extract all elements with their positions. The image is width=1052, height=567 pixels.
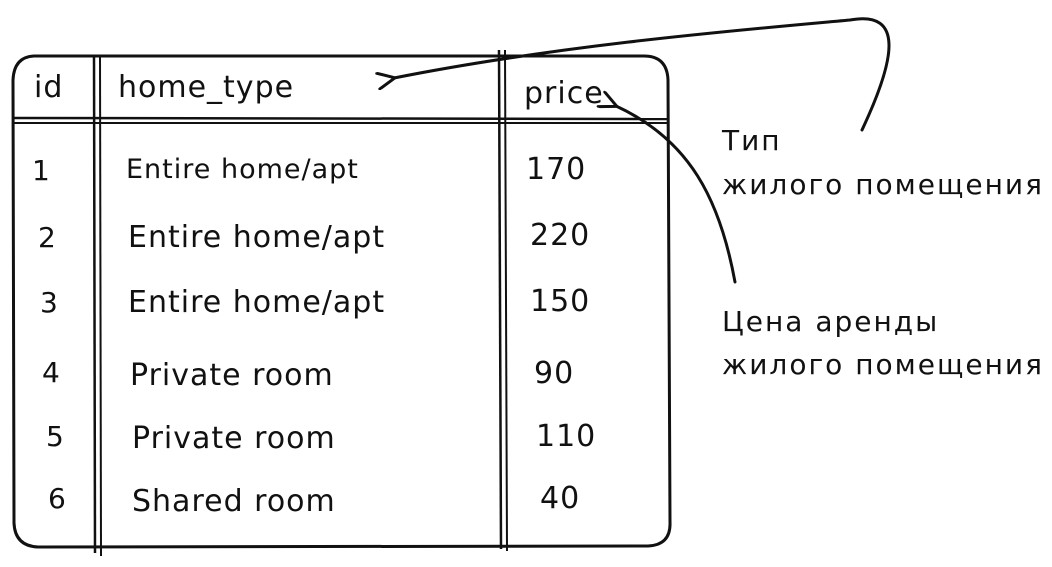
row-2-id: 2 [38, 221, 57, 254]
header-divider [12, 116, 670, 124]
table-border [11, 54, 672, 549]
column-divider-2 [497, 49, 508, 552]
row-5-home-type: Private room [132, 421, 336, 456]
home-type-note-line-1: Тип [722, 124, 782, 157]
arrow-to-home-type [394, 17, 891, 132]
home-type-note-line-2: жилого помещения [722, 168, 1044, 201]
row-3-id: 3 [40, 286, 59, 319]
row-6-home-type: Shared room [132, 484, 336, 519]
arrow-to-price [616, 106, 737, 284]
row-3-home-type: Entire home/apt [128, 285, 386, 320]
row-1-id: 1 [32, 154, 51, 187]
price-note-line-1: Цена аренды [722, 305, 940, 338]
column-header-home-type: home_type [118, 70, 295, 105]
row-2-price: 220 [530, 218, 591, 253]
row-6-id: 6 [48, 482, 67, 515]
row-3-price: 150 [530, 284, 591, 319]
column-header-id: id [34, 70, 64, 105]
price-note-line-2: жилого помещения [722, 348, 1044, 381]
row-2-home-type: Entire home/apt [128, 220, 386, 255]
row-1-price: 170 [526, 152, 587, 187]
row-4-price: 90 [534, 356, 575, 391]
row-1-home-type: Entire home/apt [126, 154, 359, 185]
row-5-id: 5 [46, 420, 65, 453]
row-4-id: 4 [42, 356, 61, 389]
column-header-price: price [524, 76, 604, 111]
row-4-home-type: Private room [130, 358, 334, 393]
column-divider-1 [92, 55, 102, 557]
row-5-price: 110 [536, 419, 597, 454]
row-6-price: 40 [540, 481, 581, 516]
